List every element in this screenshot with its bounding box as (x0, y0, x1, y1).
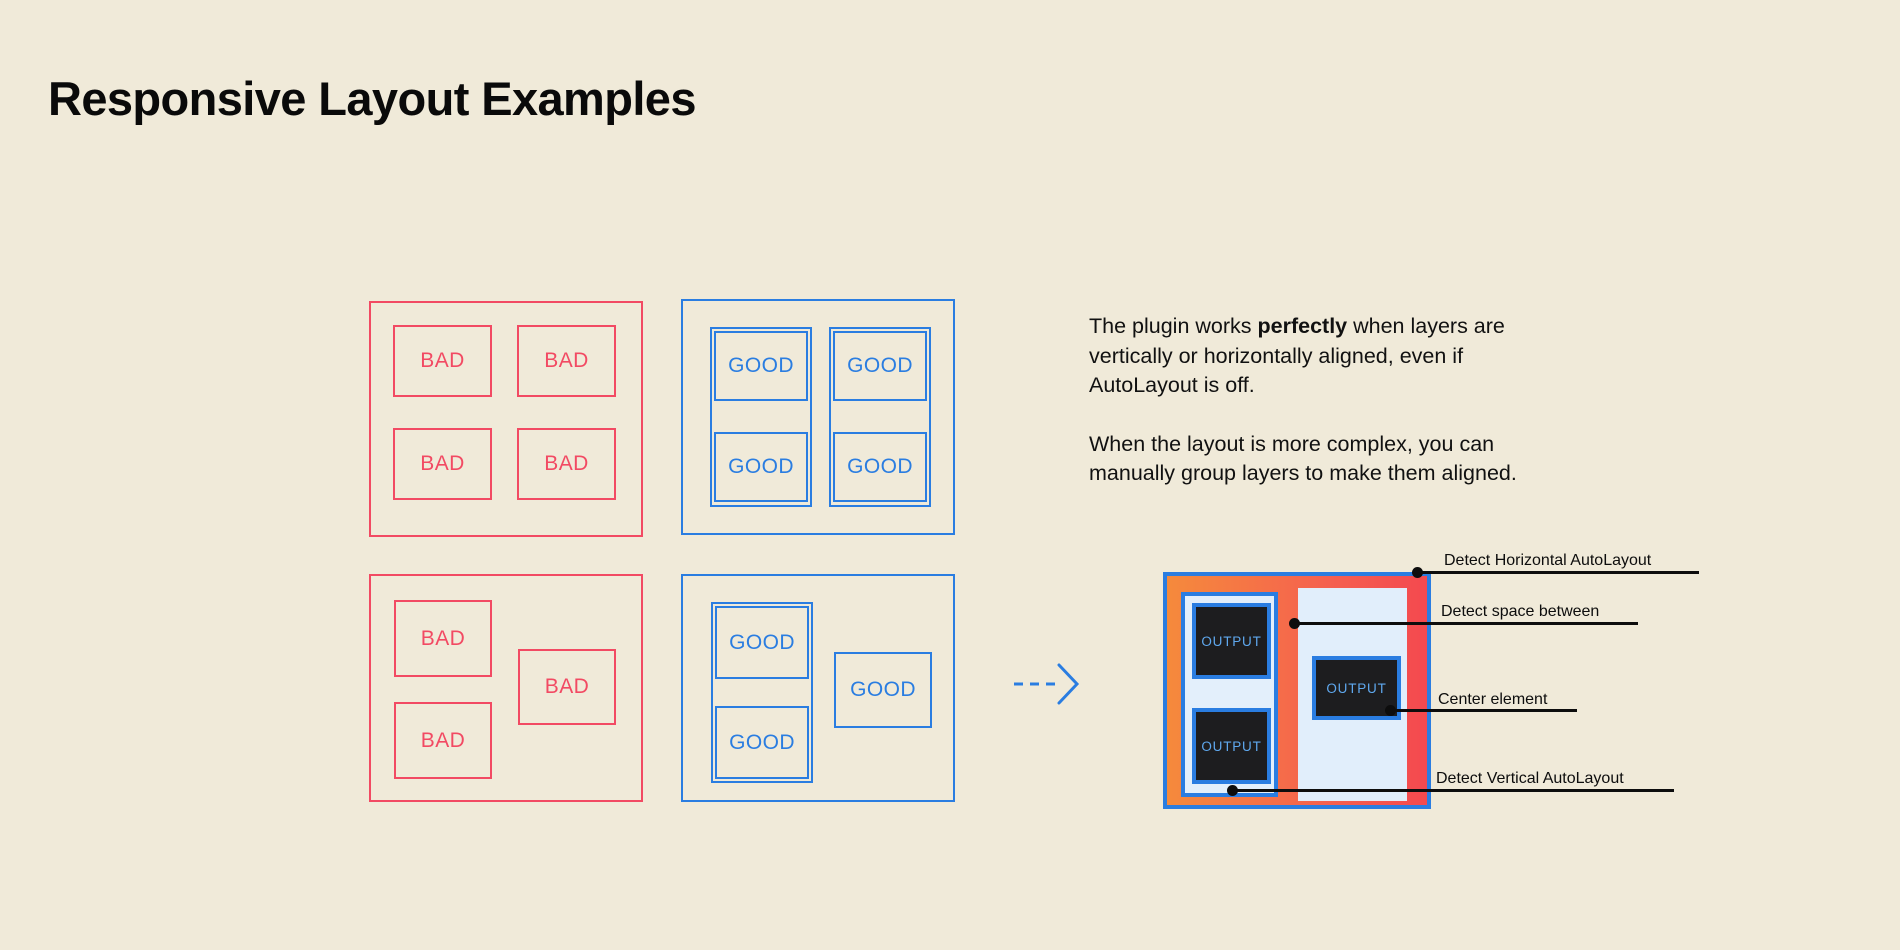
output-box: OUTPUT (1192, 708, 1271, 784)
callout-center-element: Center element (1438, 690, 1577, 712)
callout-leader-line (1294, 622, 1638, 625)
paragraph-1-lead: The plugin works (1089, 314, 1258, 338)
cell-label: BAD (420, 452, 465, 475)
cell-bad: BAD (518, 649, 616, 725)
paragraph-1-emphasis: perfectly (1257, 314, 1348, 338)
paragraph-2: When the layout is more complex, you can… (1089, 431, 1517, 486)
cell-label: GOOD (729, 730, 795, 754)
cell-good: GOOD (833, 331, 927, 401)
cell-bad: BAD (394, 600, 492, 677)
cell-bad: BAD (517, 325, 616, 397)
cell-label: BAD (420, 349, 465, 372)
cell-label: BAD (420, 728, 466, 752)
cell-good: GOOD (833, 432, 927, 502)
cell-label: GOOD (847, 354, 913, 377)
output-label: OUTPUT (1326, 680, 1387, 696)
cell-good: GOOD (714, 432, 808, 502)
paragraph-1-tail: when layers are vertically or horizontal… (1089, 314, 1505, 397)
output-label: OUTPUT (1201, 633, 1262, 649)
cell-bad: BAD (394, 702, 492, 779)
callout-detect-space-between: Detect space between (1441, 602, 1638, 624)
callout-label: Detect Vertical AutoLayout (1436, 770, 1624, 787)
cell-label: GOOD (850, 678, 916, 701)
dashed-arrow-right-icon (1013, 662, 1085, 706)
output-column-left: OUTPUT OUTPUT (1181, 592, 1278, 797)
example-panel-good-complex: GOOD GOOD GOOD (681, 574, 955, 802)
cell-good: GOOD (714, 331, 808, 401)
layer-group-frame (711, 602, 813, 783)
callout-detect-vertical-autolayout: Detect Vertical AutoLayout (1436, 769, 1674, 791)
example-panel-good-grid: GOOD GOOD GOOD GOOD (681, 299, 955, 535)
paragraph-spacer (1089, 401, 1559, 430)
cell-label: BAD (544, 675, 590, 698)
page-title: Responsive Layout Examples (48, 72, 696, 126)
cell-label: GOOD (728, 354, 794, 377)
paragraph-1: The plugin works perfectly when layers a… (1089, 312, 1559, 401)
output-column-right: OUTPUT (1298, 588, 1407, 801)
cell-good: GOOD (834, 652, 932, 728)
layer-group-frame (710, 327, 812, 507)
callout-leader-line (1390, 709, 1577, 712)
cell-bad: BAD (393, 428, 492, 500)
example-panel-bad-complex: BAD BAD BAD (369, 574, 643, 802)
cell-bad: BAD (393, 325, 492, 397)
cell-label: GOOD (729, 630, 795, 654)
callout-leader-line (1417, 571, 1699, 574)
cell-good: GOOD (715, 706, 809, 779)
callout-leader-line (1232, 789, 1674, 792)
cell-label: GOOD (847, 455, 913, 478)
example-panel-bad-grid: BAD BAD BAD BAD (369, 301, 643, 537)
layer-group-frame (829, 327, 931, 507)
callout-label: Detect space between (1441, 603, 1600, 620)
cell-label: BAD (420, 626, 466, 650)
cell-label: BAD (544, 452, 589, 475)
cell-label: GOOD (728, 455, 794, 478)
callout-detect-horizontal-autolayout: Detect Horizontal AutoLayout (1444, 551, 1702, 573)
callout-label: Center element (1438, 691, 1548, 708)
cell-good: GOOD (715, 606, 809, 679)
cell-label: BAD (544, 349, 589, 372)
output-box: OUTPUT (1192, 603, 1271, 679)
cell-bad: BAD (517, 428, 616, 500)
output-label: OUTPUT (1201, 738, 1262, 754)
detected-layout-diagram: OUTPUT OUTPUT OUTPUT (1163, 572, 1431, 809)
description-text: The plugin works perfectly when layers a… (1089, 312, 1559, 489)
callout-label: Detect Horizontal AutoLayout (1444, 552, 1652, 569)
